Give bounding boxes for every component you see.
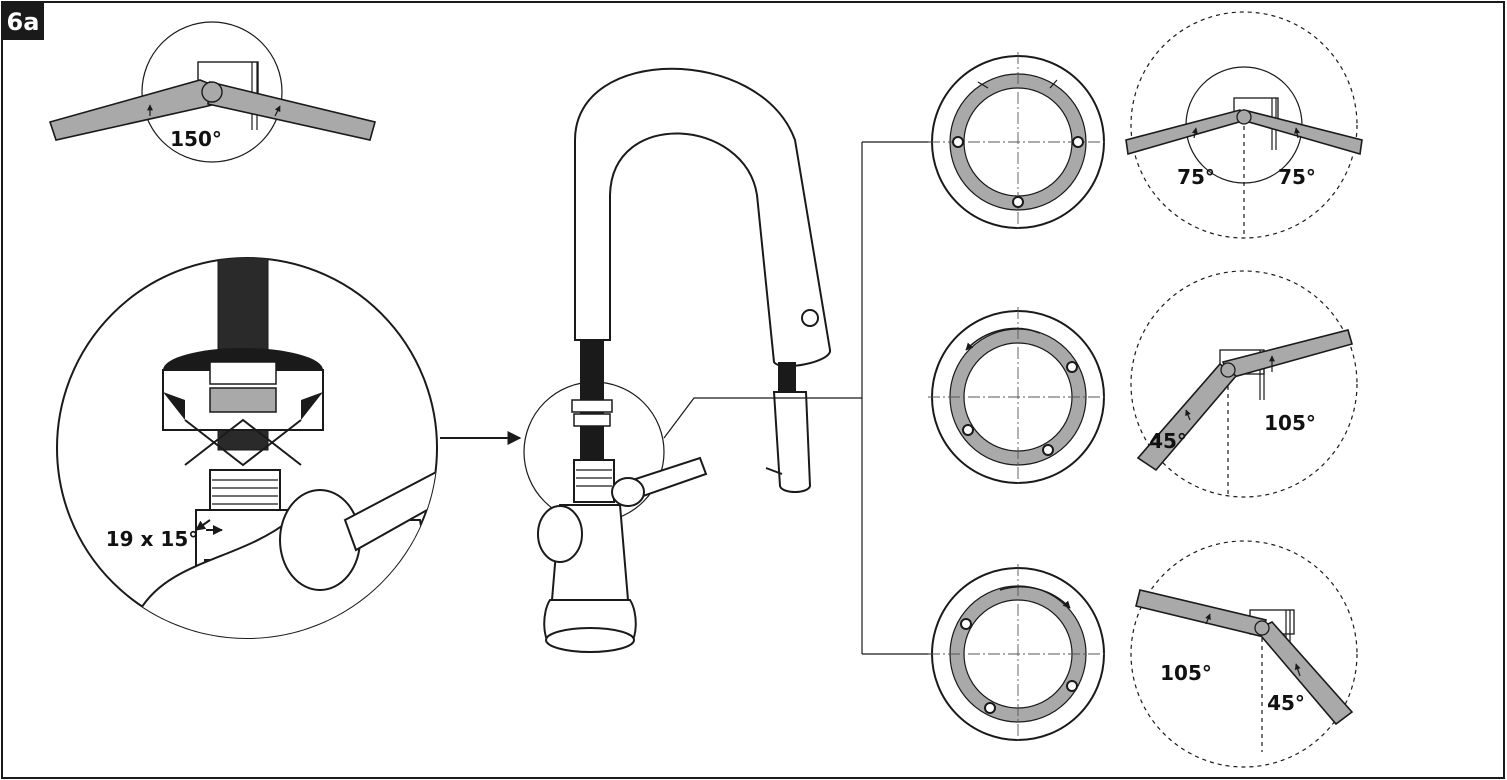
ccw-arrow: [965, 327, 1041, 351]
angle-label-150: 150°: [170, 127, 222, 151]
result-left-shift: 45° 105°: [1130, 270, 1358, 498]
result-right-shift: 105° 45°: [1130, 540, 1358, 768]
result-symmetric: 75° 75°: [1125, 11, 1363, 239]
step-badge-label: 6a: [7, 8, 40, 36]
angle-label-75-right: 75°: [1278, 165, 1316, 189]
faucet-illustration: [523, 67, 831, 653]
ring-pin: [952, 136, 964, 148]
spray-head: [772, 391, 812, 493]
angle-label-105: 105°: [1264, 411, 1316, 435]
top-left-rotation-range: 150°: [48, 21, 376, 163]
angle-label-45: 45°: [1149, 429, 1187, 453]
lever-right-position: [207, 81, 376, 141]
step-badge: 6a: [2, 2, 44, 40]
ring-option-cw: [928, 564, 1108, 744]
rotation-step-label: 19 x 15°: [106, 527, 199, 551]
ring-pin: [962, 424, 974, 436]
ring-option-ccw: [928, 307, 1108, 487]
ring-pin: [1066, 361, 1078, 373]
faucet-base: [545, 627, 635, 653]
angle-label-45-right: 45°: [1267, 691, 1305, 715]
faucet-spout: [574, 67, 831, 367]
ring-option-centered: [928, 52, 1108, 232]
angle-label-75-left: 75°: [1177, 165, 1215, 189]
angle-label-105-right: 105°: [1160, 661, 1212, 685]
faucet-to-options-connector: [663, 397, 862, 439]
ring-pin: [1042, 444, 1054, 456]
ring-pin: [984, 702, 996, 714]
ring-pin: [960, 618, 972, 630]
ring-pin: [1066, 680, 1078, 692]
detail-magnifier: 19 x 15°: [56, 257, 438, 639]
cw-arrow: [999, 586, 1071, 609]
ring-pin: [1072, 136, 1084, 148]
ring-pin: [1012, 196, 1024, 208]
spray-button: [801, 309, 819, 327]
